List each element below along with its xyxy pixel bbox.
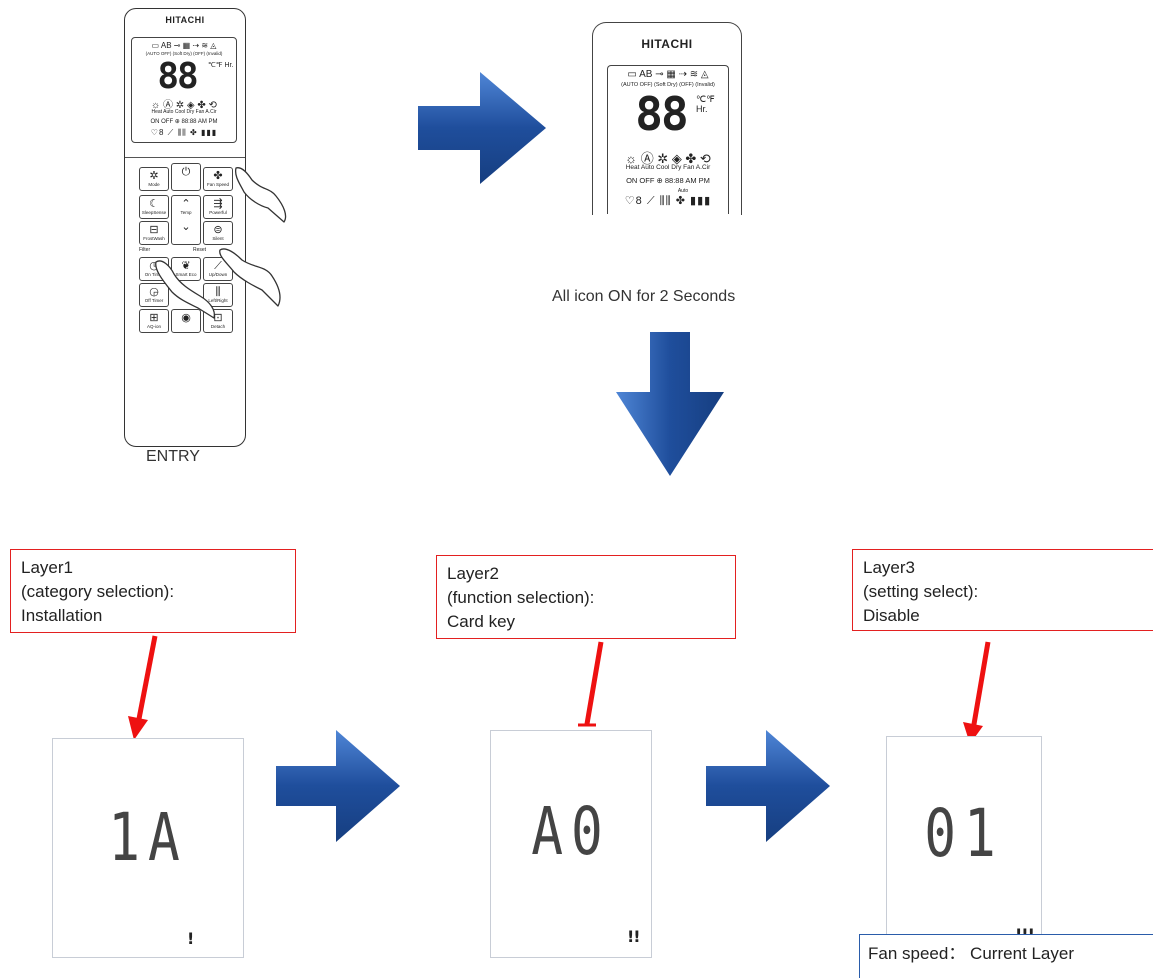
fan-speed-button[interactable]: ✤Fan Speed	[203, 167, 233, 191]
arrow-layer1-to-layer2	[276, 730, 400, 842]
silent-button[interactable]: ⊜Silent	[203, 221, 233, 245]
lcd-small-swing-row: ♡8 ⟋ ⫼⫼ ✤ ▮▮▮	[624, 195, 712, 207]
remote-all-icons: HITACHI ▭ AB ⊸ ▦ ⇢ ≋ ◬ (AUTO OFF) (Soft …	[592, 22, 742, 215]
pointer-layer1	[135, 635, 158, 725]
hand-on-timer	[155, 260, 216, 319]
remote-lcd: ▭ AB ⊸ ▦ ⇢ ≋ ◬ (AUTO OFF) (Soft Dry) (OF…	[131, 37, 237, 143]
layer2-subtitle: (function selection):	[447, 588, 595, 607]
pointer-layer2	[584, 641, 604, 725]
lcd-small-timer-row: ON OFF ⊕ 88:88 AM PM	[626, 176, 710, 185]
i-see-button[interactable]: ◉	[171, 309, 201, 333]
arrow-to-layer1	[616, 332, 724, 476]
power-button[interactable]: ⏻	[171, 163, 201, 191]
detach-button[interactable]: ⊡Detach	[203, 309, 233, 333]
temp-button[interactable]: ⌃Temp⌄	[171, 195, 201, 245]
remote-brand: HITACHI	[165, 15, 205, 25]
reset-button[interactable]: Reset	[193, 247, 207, 253]
sleep-sense-button[interactable]: ☾SleepSense	[139, 195, 169, 219]
pointer-layer3	[970, 641, 991, 731]
layer2-display: A0 !!	[490, 730, 652, 958]
layer2-display-digits: A0	[531, 793, 611, 870]
lcd-mode-icons: ☼ Ⓐ ✲ ◈ ✤ ⟲	[151, 100, 217, 111]
aq-ion-button[interactable]: ⊞AQ-ion	[139, 309, 169, 333]
layer3-display-digits: 01	[924, 795, 1004, 872]
lcd-swing-row: ♡8 ⟋ ⫼⫼ ✤ ▮▮▮	[150, 128, 218, 137]
hand-illustrations	[155, 167, 287, 319]
layer1-value: Installation	[21, 606, 103, 625]
layer1-display-digits: 1A	[108, 799, 188, 876]
layer3-title: Layer3	[863, 558, 915, 577]
entry-label: ENTRY	[146, 448, 200, 465]
lcd-digits: 88	[157, 56, 198, 97]
layer2-fan-indicator: !!	[627, 927, 641, 946]
layer1-title: Layer1	[21, 558, 73, 577]
off-timer-button[interactable]: ◶Off Timer	[139, 283, 169, 307]
lcd-small-status-icons: ▭ AB ⊸ ▦ ⇢ ≋ ◬	[627, 69, 709, 80]
layer1-subtitle: (category selection):	[21, 582, 175, 601]
frost-wash-button[interactable]: ⊟FrostWash	[139, 221, 169, 245]
layer2-value: Card key	[447, 612, 516, 631]
lcd-small-mode-labels: Heat Auto Cool Dry Fan A.Cir	[625, 164, 711, 171]
arrow-layer2-to-layer3	[706, 730, 830, 842]
hand-fan-speed	[234, 167, 287, 223]
layer3-label: Layer3 (setting select): Disable	[852, 549, 1153, 631]
filter-button[interactable]: Filter	[139, 247, 151, 253]
lcd-small-mode-icons: ☼ Ⓐ ✲ ◈ ✤ ⟲	[625, 151, 711, 166]
layer2-label: Layer2 (function selection): Card key	[436, 555, 736, 639]
layer2-title: Layer2	[447, 564, 499, 583]
layer1-fan-indicator: !	[187, 929, 194, 948]
lcd-small-mode-badges: (AUTO OFF) (Soft Dry) (OFF) (Invalid)	[621, 82, 715, 88]
lcd-timer-row: ON OFF ⊕ 88:88 AM PM	[150, 119, 218, 125]
fan-speed-legend: Fan speed： Current Layer	[859, 934, 1153, 978]
lcd-small-auto: Auto	[677, 188, 689, 194]
layer3-display: 01 !!!	[886, 736, 1042, 954]
lcd-small-digits: 88	[635, 87, 688, 141]
layer3-subtitle: (setting select):	[863, 582, 979, 601]
layer3-value: Disable	[863, 606, 920, 625]
lcd-unit: ℃℉ Hr.	[208, 62, 234, 69]
lcd-small-unit: ℃℉ Hr.	[696, 94, 715, 114]
remote-control: HITACHI ▭ AB ⊸ ▦ ⇢ ≋ ◬ (AUTO OFF) (Soft …	[124, 8, 246, 447]
lcd-mode-badges: (AUTO OFF) (Soft Dry) (OFF) (Invalid)	[145, 51, 223, 56]
remote-small-lcd: ▭ AB ⊸ ▦ ⇢ ≋ ◬ (AUTO OFF) (Soft Dry) (OF…	[607, 65, 729, 214]
layer1-display: 1A !	[52, 738, 244, 958]
lcd-mode-labels: Heat Auto Cool Dry Fan A.Cir	[151, 109, 217, 115]
left-right-button[interactable]: ⫼Left/Right	[203, 283, 233, 307]
hand-reset	[219, 248, 281, 307]
remote-small-brand: HITACHI	[641, 37, 693, 51]
layer1-label: Layer1 (category selection): Installatio…	[10, 549, 296, 633]
lcd-status-icons: ▭ AB ⊸ ▦ ⇢ ≋ ◬	[151, 41, 217, 50]
mode-button[interactable]: ✲Mode	[139, 167, 169, 191]
pointer-layer1-head	[128, 716, 148, 740]
remote-divider	[125, 157, 245, 158]
arrow-entry-to-all-icons	[418, 72, 546, 184]
all-icon-caption: All icon ON for 2 Seconds	[552, 288, 736, 305]
pointer-layer3-head	[963, 722, 983, 744]
powerful-button[interactable]: ⇶Powerful	[203, 195, 233, 219]
